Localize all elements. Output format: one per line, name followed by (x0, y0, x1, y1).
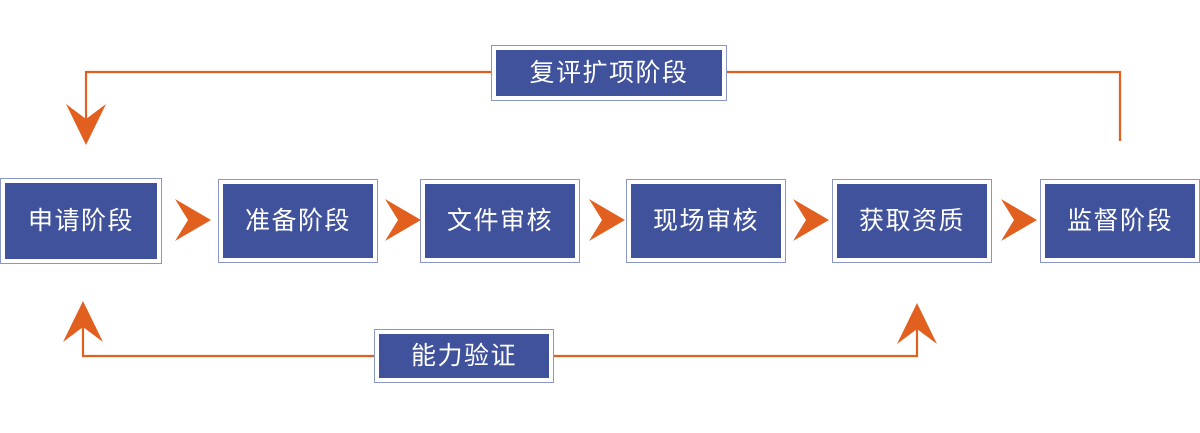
banner-re-evaluation-label: 复评扩项阶段 (496, 50, 722, 96)
arrowhead-down-icon (66, 104, 106, 145)
banner-capability-verification-label: 能力验证 (379, 334, 549, 378)
stage-prepare-label: 准备阶段 (223, 184, 373, 258)
banner-capability-verification[interactable]: 能力验证 (374, 329, 554, 383)
arrowhead-up-right-icon (897, 303, 937, 344)
stage-prepare[interactable]: 准备阶段 (218, 179, 378, 263)
stage-doc-review[interactable]: 文件审核 (420, 179, 580, 263)
arrowhead-up-left-icon (63, 301, 103, 342)
chevron-right-icon-4 (793, 199, 829, 241)
chevron-right-icon-1 (175, 199, 211, 241)
stage-obtain-qualification-label: 获取资质 (837, 184, 987, 258)
chevron-right-icon-5 (1001, 199, 1037, 241)
stage-doc-review-label: 文件审核 (425, 184, 575, 258)
chevron-right-icon-3 (589, 199, 625, 241)
stage-apply-label: 申请阶段 (5, 183, 157, 259)
stage-site-audit-label: 现场审核 (631, 184, 781, 258)
stage-supervise-label: 监督阶段 (1045, 184, 1195, 258)
banner-re-evaluation[interactable]: 复评扩项阶段 (491, 45, 727, 101)
stage-supervise[interactable]: 监督阶段 (1040, 179, 1200, 263)
stage-obtain-qualification[interactable]: 获取资质 (832, 179, 992, 263)
chevron-right-icon-2 (385, 199, 421, 241)
stage-apply[interactable]: 申请阶段 (0, 178, 162, 264)
stage-site-audit[interactable]: 现场审核 (626, 179, 786, 263)
